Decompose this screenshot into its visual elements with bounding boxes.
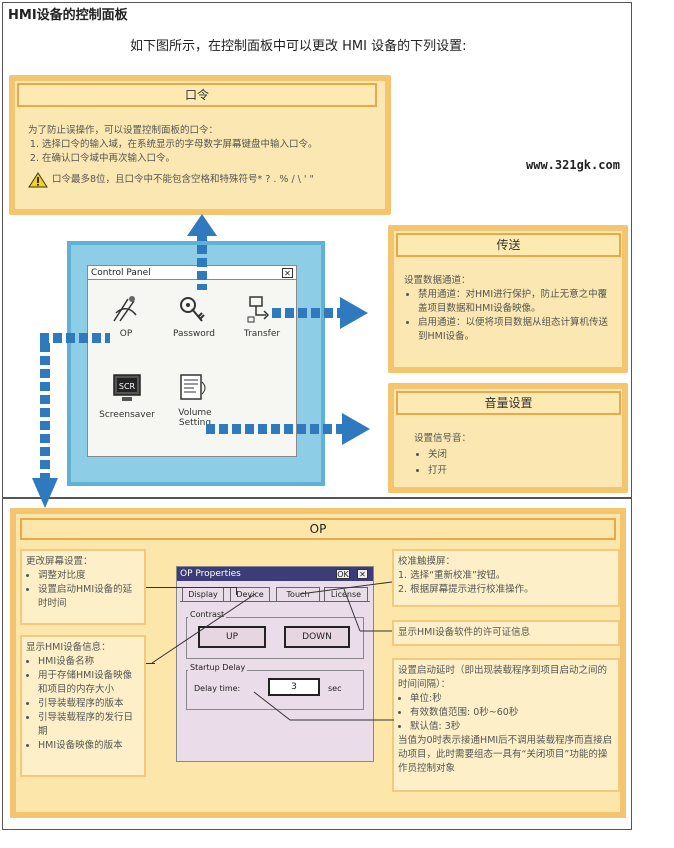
volume-box-title: 音量设置 [396, 391, 621, 415]
screensaver-icon: SCR [113, 374, 141, 401]
tab-device[interactable]: Device [230, 587, 270, 601]
svg-text:SCR: SCR [119, 382, 136, 391]
screen-intro: 更改屏幕设置： [26, 556, 93, 567]
arrow-transfer-head [340, 297, 368, 329]
transfer-box-title: 传送 [396, 233, 621, 257]
connector-screen-display-v [236, 587, 237, 595]
volume-icon-label: Volume Setting [178, 408, 212, 428]
password-warning: 口令最多8位，且口令中不能包含空格和特殊符号* ? . % / \ ' " [52, 174, 314, 185]
license-text: 显示HMI设备软件的许可证信息 [398, 627, 531, 638]
arrow-transfer-stem [272, 308, 342, 318]
volume-icon-button[interactable]: Volume Setting [168, 372, 218, 442]
password-icon [180, 297, 205, 322]
op-icon [113, 296, 137, 322]
arrow-volume-head [342, 413, 370, 445]
arrow-password-head [187, 214, 217, 236]
transfer-intro: 设置数据通道： [404, 275, 471, 286]
screen-item-2: 设置启动HMI设备的延时时间 [38, 583, 140, 611]
screen-item-1: 调整对比度 [38, 569, 140, 583]
arrow-op-head [32, 478, 58, 508]
op-properties-title: OP Properties [180, 569, 241, 579]
dialog-ok-button[interactable]: OK [336, 569, 350, 579]
password-intro: 为了防止误操作，可以设置控制面板的口令： [28, 125, 219, 136]
delay-item-1: 单位:秒 [410, 692, 614, 706]
license-box: 显示HMI设备软件的许可证信息 [392, 620, 620, 646]
delay-item-2: 有效数值范围: 0秒~60秒 [410, 706, 614, 720]
op-icon-label: OP [119, 329, 133, 339]
contrast-group [186, 617, 364, 659]
screensaver-icon-button[interactable]: SCR Screensaver [96, 372, 158, 427]
password-icon-button[interactable]: Password [168, 293, 220, 348]
arrow-volume-stem [206, 424, 344, 434]
top-frame [2, 2, 632, 498]
transfer-item-2: 启用通道：以便将项目数据从组态计算机传送到HMI设备。 [418, 316, 616, 344]
volume-item-on: 打开 [428, 463, 614, 479]
bottom-frame [2, 498, 632, 830]
info-item-5: HMI设备映像的版本 [38, 739, 140, 753]
tab-divider [180, 601, 370, 602]
delay-unit-label: sec [328, 684, 342, 693]
password-icon-label: Password [172, 329, 216, 339]
delay-time-input[interactable]: 3 [268, 678, 320, 696]
password-box-body: 为了防止误操作，可以设置控制面板的口令： 选择口令的输入域，在系统显示的字母数字… [28, 124, 373, 188]
password-step-1: 选择口令的输入域，在系统显示的字母数字屏幕键盘中输入口令。 [42, 138, 373, 152]
info-item-1: HMI设备名称 [38, 655, 140, 669]
info-intro: 显示HMI设备信息： [26, 642, 111, 653]
touch-intro: 校准触摸屏： [398, 556, 456, 567]
contrast-up-button[interactable]: UP [198, 626, 266, 648]
touch-step-2: 2. 根据屏幕提示进行校准操作。 [398, 584, 534, 595]
delay-time-label: Delay time: [194, 684, 241, 693]
screensaver-icon-label: Screensaver [99, 410, 155, 420]
startup-delay-label: Startup Delay [188, 663, 248, 672]
transfer-item-1: 禁用通道：对HMI进行保护，防止无意之中覆盖项目数据和HMI设备映像。 [418, 288, 616, 316]
info-item-3: 引导装载程序的版本 [38, 697, 140, 711]
startup-delay-group [186, 670, 364, 710]
connector-info-device [151, 593, 256, 664]
op-properties-titlebar: OP Properties [177, 567, 373, 581]
page-subtitle: 如下图所示，在控制面板中可以更改 HMI 设备的下列设置: [130, 39, 467, 54]
connector-info-h [146, 663, 155, 664]
contrast-down-button[interactable]: DOWN [284, 626, 350, 648]
screen-settings-box: 更改屏幕设置： 调整对比度 设置启动HMI设备的延时时间 [20, 549, 146, 625]
tab-touch[interactable]: Touch [276, 587, 320, 601]
op-icon-button[interactable]: OP [106, 293, 146, 348]
info-item-4: 引导装载程序的发行日期 [38, 711, 140, 739]
password-step-2: 在确认口令域中再次输入口令。 [42, 152, 373, 166]
connector-delay [253, 691, 394, 721]
control-panel-close-button[interactable]: ✕ [282, 268, 293, 278]
delay-item-3: 默认值: 3秒 [410, 720, 614, 734]
info-item-2: 用于存储HMI设备映像和项目的内存大小 [38, 669, 140, 697]
touch-calibration-box: 校准触摸屏： 1. 选择“重新校准”按钮。 2. 根据屏幕提示进行校准操作。 [392, 549, 620, 607]
transfer-box-body: 设置数据通道： 禁用通道：对HMI进行保护，防止无意之中覆盖项目数据和HMI设备… [404, 274, 616, 344]
transfer-icon-button[interactable]: Transfer [238, 293, 286, 348]
volume-item-off: 关闭 [428, 447, 614, 463]
dialog-close-button[interactable]: ✕ [357, 569, 368, 579]
connector-screen-display [146, 587, 236, 588]
contrast-label: Contrast [188, 610, 227, 619]
arrow-op-vertical [40, 343, 50, 481]
startup-delay-box: 设置启动延时（即出现装载程序到项目启动之间的时间间隔）： 单位:秒 有效数值范围… [392, 658, 620, 792]
delay-intro: 设置启动延时（即出现装载程序到项目启动之间的时间间隔）： [398, 665, 608, 690]
touch-step-1: 1. 选择“重新校准”按钮。 [398, 570, 506, 581]
arrow-password-stem [197, 232, 207, 290]
control-panel-titlebar: Control Panel [88, 266, 296, 280]
warning-icon [28, 172, 48, 188]
transfer-icon [247, 296, 270, 323]
connector-license [343, 588, 392, 632]
control-panel-title: Control Panel [91, 268, 151, 278]
delay-note: 当值为0时表示接通HMI后不调用装载程序而直接启动项目，此时需要组态一具有“关闭… [398, 735, 613, 774]
page-title: HMI设备的控制面板 [8, 8, 128, 23]
volume-intro: 设置信号音： [414, 433, 472, 444]
password-box-title: 口令 [17, 83, 377, 107]
volume-box-body: 设置信号音： 关闭 打开 [414, 431, 614, 479]
volume-icon [180, 374, 206, 400]
connector-touch [299, 581, 393, 595]
arrow-op-horizontal [40, 333, 110, 343]
watermark: www.321gk.com [526, 158, 620, 172]
device-info-box: 显示HMI设备信息： HMI设备名称 用于存储HMI设备映像和项目的内存大小 引… [20, 635, 146, 777]
op-section-title: OP [20, 518, 616, 540]
transfer-icon-label: Transfer [243, 329, 281, 339]
